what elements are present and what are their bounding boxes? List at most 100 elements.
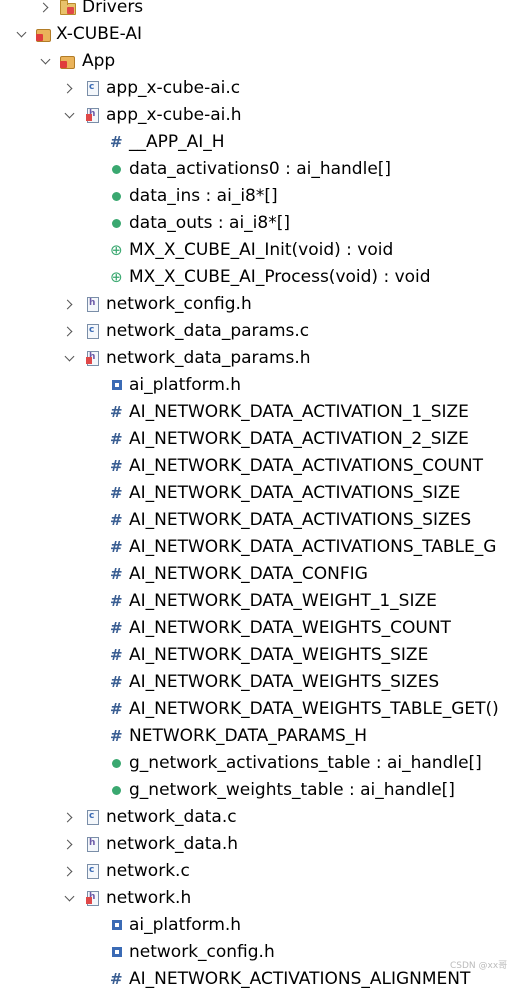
tree-item-label: NETWORK_DATA_PARAMS_H (129, 726, 368, 746)
tree-item[interactable]: #AI_NETWORK_DATA_WEIGHT_1_SIZE (0, 588, 510, 615)
chevron-right-icon[interactable] (40, 0, 52, 21)
macro-icon: # (110, 592, 123, 610)
macro-icon: # (110, 457, 123, 475)
macro-icon: # (110, 133, 123, 151)
tree-item[interactable]: ai_platform.h (0, 372, 510, 399)
tree-item-label: network.h (106, 888, 192, 908)
tree-item[interactable]: #AI_NETWORK_DATA_WEIGHTS_SIZE (0, 642, 510, 669)
chevron-down-icon[interactable] (64, 345, 76, 372)
tree-item-label: g_network_weights_table : ai_handle[] (129, 780, 455, 800)
tree-item-label: ai_platform.h (129, 375, 242, 395)
chevron-down-icon[interactable] (40, 48, 52, 75)
tree-item-label: data_outs : ai_i8*[] (129, 213, 290, 233)
tree-item-label: AI_NETWORK_DATA_WEIGHTS_TABLE_GET() (129, 699, 499, 719)
header-file-icon: h (86, 297, 100, 312)
tree-item[interactable]: #AI_NETWORK_ACTIVATIONS_ALIGNMENT (0, 966, 510, 993)
variable-icon (110, 783, 124, 797)
tree-item-label: network_data.h (106, 834, 239, 854)
tree-item[interactable]: h app_x-cube-ai.h (0, 102, 510, 129)
chevron-down-icon[interactable] (16, 21, 28, 48)
tree-item[interactable]: c app_x-cube-ai.c (0, 75, 510, 102)
variable-icon (110, 162, 124, 176)
tree-item[interactable]: # AI_NETWORK_DATA_ACTIVATION_1_SIZE (0, 399, 510, 426)
tree-item[interactable]: data_activations0 : ai_handle[] (0, 156, 510, 183)
macro-icon: # (110, 727, 123, 745)
tree-item[interactable]: ⊕MX_X_CUBE_AI_Process(void) : void (0, 264, 510, 291)
tree-item-label: network_config.h (106, 294, 252, 314)
chevron-down-icon[interactable] (64, 102, 76, 129)
tree-item-label: network_data.c (106, 807, 237, 827)
tree-item[interactable]: data_ins : ai_i8*[] (0, 183, 510, 210)
tree-item[interactable]: App (0, 48, 510, 75)
macro-icon: # (110, 700, 123, 718)
tree-item[interactable]: ⊕MX_X_CUBE_AI_Init(void) : void (0, 237, 510, 264)
tree-item[interactable]: network_config.h (0, 939, 510, 966)
tree-item[interactable]: h network_config.h (0, 291, 510, 318)
tree-item[interactable]: c network_data.c (0, 804, 510, 831)
tree-item[interactable]: ai_platform.h (0, 912, 510, 939)
header-file-icon: h (86, 108, 100, 123)
tree-item-label: app_x-cube-ai.c (106, 78, 241, 98)
tree-item-label: network_data_params.h (106, 348, 311, 368)
folder-icon (60, 54, 75, 69)
macro-icon: # (110, 619, 123, 637)
tree-item[interactable]: #AI_NETWORK_DATA_ACTIVATION_2_SIZE (0, 426, 510, 453)
tree-item[interactable]: # AI_NETWORK_DATA_ACTIVATIONS_COUNT (0, 453, 510, 480)
tree-item[interactable]: # AI_NETWORK_DATA_WEIGHTS_COUNT (0, 615, 510, 642)
include-icon (110, 918, 124, 932)
tree-item[interactable]: # AI_NETWORK_DATA_ACTIVATIONS_TABLE_G (0, 534, 510, 561)
tree-item-label: data_activations0 : ai_handle[] (129, 159, 392, 179)
macro-icon: # (110, 511, 123, 529)
tree-item[interactable]: #AI_NETWORK_DATA_ACTIVATIONS_SIZES (0, 507, 510, 534)
chevron-right-icon[interactable] (64, 858, 76, 885)
project-folder-icon (36, 27, 51, 42)
tree-item-label: AI_NETWORK_DATA_ACTIVATIONS_COUNT (129, 456, 483, 476)
chevron-right-icon[interactable] (64, 831, 76, 858)
chevron-right-icon[interactable] (64, 75, 76, 102)
tree-item-label: AI_NETWORK_DATA_ACTIVATION_1_SIZE (129, 402, 469, 422)
tree-item-label: app_x-cube-ai.h (106, 105, 242, 125)
tree-item-label: g_network_activations_table : ai_handle[… (129, 753, 482, 773)
tree-item-label: Drivers (82, 0, 144, 17)
tree-item[interactable]: g_network_weights_table : ai_handle[] (0, 777, 510, 804)
macro-icon: # (110, 970, 123, 988)
macro-icon: # (110, 565, 123, 583)
tree-item-label: network_data_params.c (106, 321, 310, 341)
tree-item-label: AI_NETWORK_DATA_WEIGHTS_COUNT (129, 618, 451, 638)
variable-icon (110, 756, 124, 770)
tree-item[interactable]: X-CUBE-AI (0, 21, 510, 48)
tree-item-label: AI_NETWORK_DATA_WEIGHTS_SIZES (129, 672, 440, 692)
macro-icon: # (110, 484, 123, 502)
tree-item[interactable]: Drivers (0, 0, 510, 21)
chevron-right-icon[interactable] (64, 318, 76, 345)
variable-icon (110, 216, 124, 230)
tree-item[interactable]: #__APP_AI_H (0, 129, 510, 156)
chevron-right-icon[interactable] (64, 804, 76, 831)
tree-item-label: AI_NETWORK_DATA_ACTIVATIONS_SIZE (129, 483, 461, 503)
tree-item-label: MX_X_CUBE_AI_Process(void) : void (129, 267, 431, 287)
chevron-right-icon[interactable] (64, 291, 76, 318)
tree-item-label: MX_X_CUBE_AI_Init(void) : void (129, 240, 394, 260)
tree-item[interactable]: # AI_NETWORK_DATA_ACTIVATIONS_SIZE (0, 480, 510, 507)
tree-item[interactable]: g_network_activations_table : ai_handle[… (0, 750, 510, 777)
folder-icon (60, 0, 76, 15)
tree-item-label: AI_NETWORK_DATA_ACTIVATIONS_TABLE_G (129, 537, 497, 557)
tree-item[interactable]: # AI_NETWORK_DATA_WEIGHTS_TABLE_GET() (0, 696, 510, 723)
tree-item[interactable]: # AI_NETWORK_DATA_CONFIG (0, 561, 510, 588)
tree-item[interactable]: #AI_NETWORK_DATA_WEIGHTS_SIZES (0, 669, 510, 696)
include-icon (110, 945, 124, 959)
c-source-file-icon: c (86, 81, 100, 96)
c-source-file-icon: c (86, 810, 100, 825)
tree-item-label: AI_NETWORK_DATA_ACTIVATION_2_SIZE (129, 429, 469, 449)
tree-item[interactable]: # NETWORK_DATA_PARAMS_H (0, 723, 510, 750)
macro-icon: # (110, 538, 123, 556)
tree-item[interactable]: data_outs : ai_i8*[] (0, 210, 510, 237)
macro-icon: # (110, 403, 123, 421)
tree-item-label: AI_NETWORK_DATA_CONFIG (129, 564, 368, 584)
chevron-down-icon[interactable] (64, 885, 76, 912)
